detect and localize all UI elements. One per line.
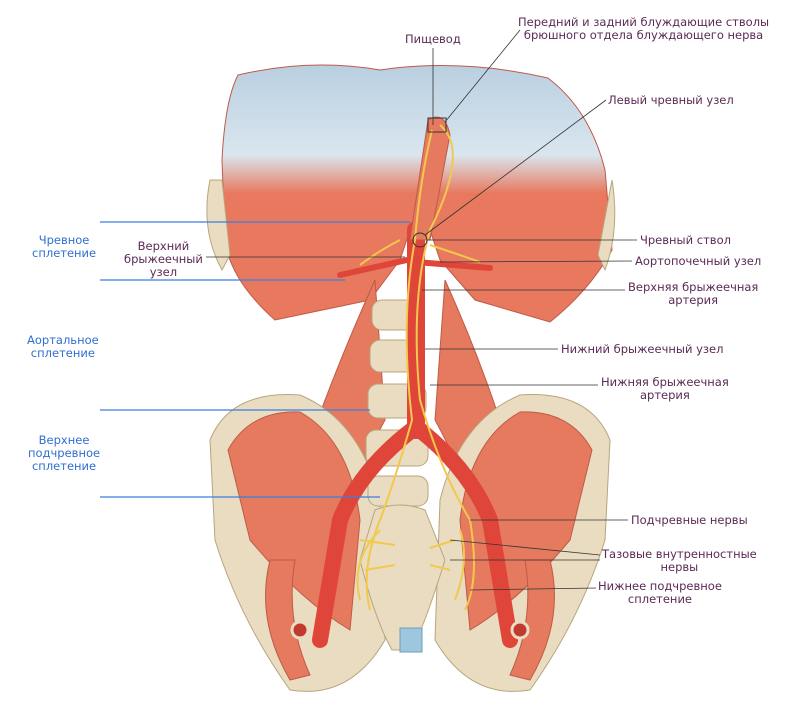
label-line: сплетение xyxy=(32,246,97,260)
label-line: сплетение xyxy=(31,459,97,473)
label-line: Верхнее xyxy=(38,433,90,447)
nerve-plexus xyxy=(356,124,481,611)
label-line: Тазовые внутренностные xyxy=(602,547,757,561)
label-hypogastric-nerves: Подчревные нервы xyxy=(631,513,748,527)
label-line: Верхняя брыжеечная xyxy=(628,280,759,294)
label-aorticorenal-ganglion: Аортопочечный узел xyxy=(635,254,762,268)
label-line: Передний и задний блуждающие стволы xyxy=(518,15,770,29)
label-line: Нижняя брыжеечная xyxy=(601,375,729,389)
label-line: подчревное xyxy=(28,446,101,460)
ribs xyxy=(206,179,616,272)
label-left-celiac-ganglion: Левый чревный узел xyxy=(608,93,734,107)
label-line: Нижнее подчревное xyxy=(598,579,722,593)
label-esophagus: Пищевод xyxy=(405,32,461,46)
label-line: Аортальное xyxy=(27,333,99,347)
leader-lines xyxy=(206,29,637,591)
label-line: сплетение xyxy=(627,592,692,606)
label-line: Верхний xyxy=(137,239,190,253)
label-line: нервы xyxy=(660,560,699,574)
label-line: артерия xyxy=(668,293,719,307)
label-line: артерия xyxy=(639,388,690,402)
region-lines xyxy=(100,221,410,498)
label-line: Чревное xyxy=(38,233,90,247)
label-inferior-mesenteric-ganglion: Нижний брыжеечный узел xyxy=(561,342,724,356)
label-line: брыжеечный xyxy=(124,252,203,266)
label-line: сплетение xyxy=(30,346,95,360)
label-line: узел xyxy=(149,265,178,279)
label-celiac-trunk: Чревный ствол xyxy=(640,233,731,247)
label-line: брюшного отдела блуждающего нерва xyxy=(523,28,764,42)
